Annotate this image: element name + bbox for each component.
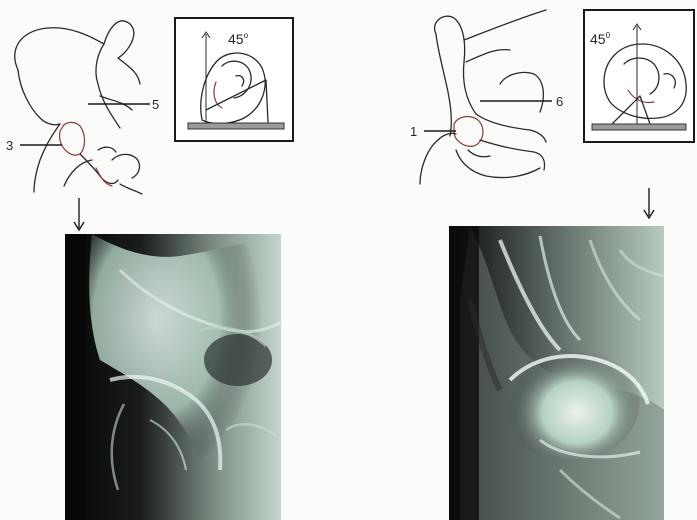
- left-callout-5: 5: [88, 97, 159, 112]
- callout-label-6: 6: [556, 94, 563, 109]
- callout-label-1: 1: [410, 124, 417, 139]
- right-pelvis-sketch: [420, 10, 546, 184]
- left-radiograph: [65, 234, 281, 520]
- right-positioning-inset: 450: [584, 10, 694, 142]
- right-callout-6: 6: [480, 94, 563, 109]
- callout-label-5: 5: [152, 97, 159, 112]
- right-radiograph: [449, 226, 664, 520]
- callout-label-3: 3: [6, 138, 13, 153]
- right-callout-1: 1: [410, 124, 456, 139]
- left-positioning-inset: 45o: [175, 18, 293, 141]
- left-pelvis-sketch: [15, 21, 142, 194]
- left-arrow-down: [74, 198, 84, 230]
- left-callout-3: 3: [6, 138, 62, 153]
- right-arrow-down: [644, 188, 654, 218]
